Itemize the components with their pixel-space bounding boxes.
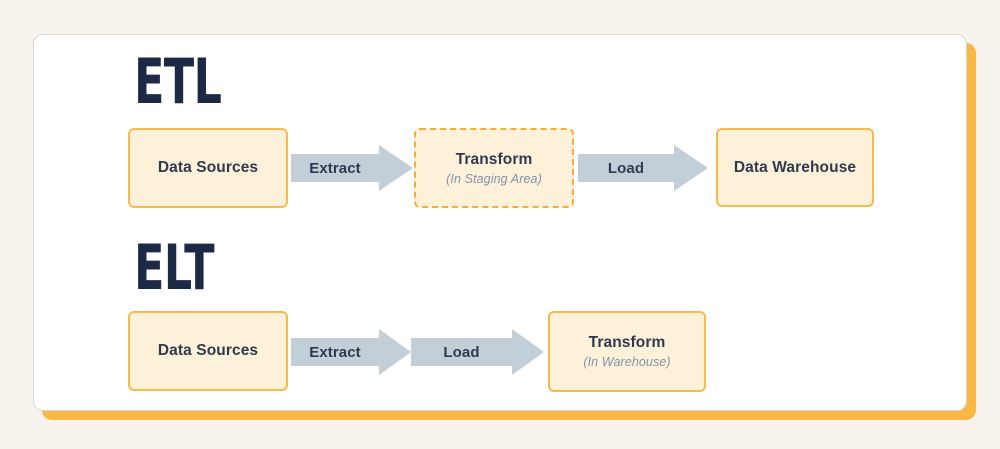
etl-node-transform-staging: Transform (In Staging Area) <box>414 128 574 208</box>
arrow-head-icon <box>512 329 544 375</box>
etl-arrow-extract: Extract <box>291 145 413 191</box>
arrow-head-icon <box>674 145 708 191</box>
etl-node-data-warehouse: Data Warehouse <box>716 128 874 207</box>
arrow-label: Load <box>607 159 645 177</box>
elt-node-transform-warehouse: Transform (In Warehouse) <box>548 311 706 392</box>
arrow-body: Load <box>411 338 512 366</box>
node-label: Transform <box>588 334 666 351</box>
arrow-label: Extract <box>309 343 361 361</box>
elt-arrow-extract: Extract <box>291 329 411 375</box>
etl-arrow-load: Load <box>578 145 708 191</box>
etl-node-data-sources: Data Sources <box>128 128 288 208</box>
node-label: Data Sources <box>157 159 259 176</box>
arrow-label: Extract <box>309 159 361 177</box>
node-label: Transform <box>455 150 533 168</box>
node-label: Data Warehouse <box>733 158 857 176</box>
node-note: (In Staging Area) <box>446 171 542 186</box>
elt-arrow-load: Load <box>411 329 544 375</box>
etl-section-title: ETL <box>134 45 222 118</box>
elt-section-title: ELT <box>134 231 215 304</box>
arrow-head-icon <box>379 145 413 191</box>
node-label: Data Sources <box>157 342 259 359</box>
arrow-body: Extract <box>291 154 379 182</box>
node-note: (In Warehouse) <box>583 355 671 369</box>
elt-node-data-sources: Data Sources <box>128 311 288 391</box>
diagram-card: ETL Data Sources Extract Transform (In S… <box>33 34 967 411</box>
arrow-body: Load <box>578 154 674 182</box>
arrow-body: Extract <box>291 338 379 366</box>
arrow-head-icon <box>379 329 411 375</box>
arrow-label: Load <box>443 343 480 361</box>
